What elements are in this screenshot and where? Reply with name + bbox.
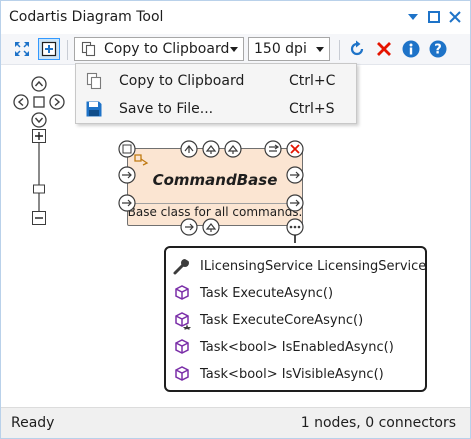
chevron-down-icon	[230, 47, 238, 52]
fit-to-view-icon[interactable]	[11, 38, 33, 60]
status-bar: Ready 1 nodes, 0 connectors	[1, 407, 470, 438]
status-text: Ready	[11, 415, 55, 431]
wrench-icon	[172, 256, 192, 276]
save-icon	[85, 100, 103, 118]
menu-item-save-to-file[interactable]: Save to File... Ctrl+S	[76, 95, 356, 123]
export-combo[interactable]: Copy to Clipboard	[74, 37, 244, 61]
member-text: Task ExecuteAsync()	[200, 285, 334, 301]
node-divider	[127, 203, 303, 204]
menu-item-shortcut: Ctrl+C	[289, 73, 336, 89]
window-title: Codartis Diagram Tool	[9, 9, 164, 25]
zoom-slider[interactable]	[32, 129, 46, 225]
member-item[interactable]: Task ExecuteAsync()	[172, 282, 333, 304]
refresh-icon[interactable]	[346, 38, 368, 60]
help-icon[interactable]: ?	[427, 38, 449, 60]
menu-item-shortcut: Ctrl+S	[289, 101, 335, 117]
info-icon[interactable]	[400, 38, 422, 60]
status-counts: 1 nodes, 0 connectors	[300, 415, 456, 431]
method-icon	[172, 364, 192, 384]
member-text: Task ExecuteCoreAsync()	[200, 312, 364, 328]
toolbar: Copy to Clipboard 150 dpi	[1, 34, 470, 65]
protected-method-icon	[172, 310, 192, 330]
title-bar: Codartis Diagram Tool	[1, 1, 470, 34]
dpi-combo-value: 150 dpi	[254, 41, 307, 57]
member-item[interactable]: Task ExecuteCoreAsync()	[172, 309, 363, 331]
member-list-popup: ILicensingService LicensingService Task …	[164, 246, 427, 392]
diagram-node[interactable]: CommandBase Base class for all commands.	[127, 148, 303, 226]
method-icon	[172, 283, 192, 303]
member-text: ILicensingService LicensingService	[200, 258, 427, 274]
clear-icon[interactable]	[373, 38, 395, 60]
toolbar-separator	[339, 40, 340, 60]
member-item[interactable]: Task<bool> IsEnabledAsync()	[172, 336, 394, 358]
node-body[interactable]	[127, 148, 303, 226]
member-item[interactable]: ILicensingService LicensingService	[172, 255, 426, 277]
copy-icon	[85, 72, 103, 90]
follow-focus-icon[interactable]	[38, 38, 60, 60]
menu-item-label: Copy to Clipboard	[119, 73, 245, 89]
dpi-combo[interactable]: 150 dpi	[248, 37, 330, 61]
member-text: Task<bool> IsEnabledAsync()	[200, 339, 394, 355]
member-text: Task<bool> IsVisibleAsync()	[200, 366, 384, 382]
export-dropdown-menu: Copy to Clipboard Ctrl+C Save to File...…	[75, 63, 357, 124]
close-icon[interactable]	[447, 9, 463, 25]
chevron-down-icon	[316, 47, 324, 52]
copy-icon	[81, 41, 97, 61]
pan-control[interactable]	[13, 76, 65, 128]
node-description: Base class for all commands.	[127, 205, 303, 219]
node-buttons[interactable]	[115, 139, 319, 243]
member-item[interactable]: Task<bool> IsVisibleAsync()	[172, 363, 384, 385]
maximize-icon[interactable]	[426, 9, 442, 25]
export-combo-label: Copy to Clipboard	[104, 41, 230, 57]
toolbar-separator	[67, 40, 68, 60]
menu-item-label: Save to File...	[119, 101, 214, 117]
node-title: CommandBase	[152, 171, 278, 189]
method-icon	[172, 337, 192, 357]
menu-item-copy-to-clipboard[interactable]: Copy to Clipboard Ctrl+C	[76, 67, 356, 95]
svg-text:?: ?	[434, 43, 442, 58]
chevron-down-icon[interactable]	[405, 9, 421, 25]
